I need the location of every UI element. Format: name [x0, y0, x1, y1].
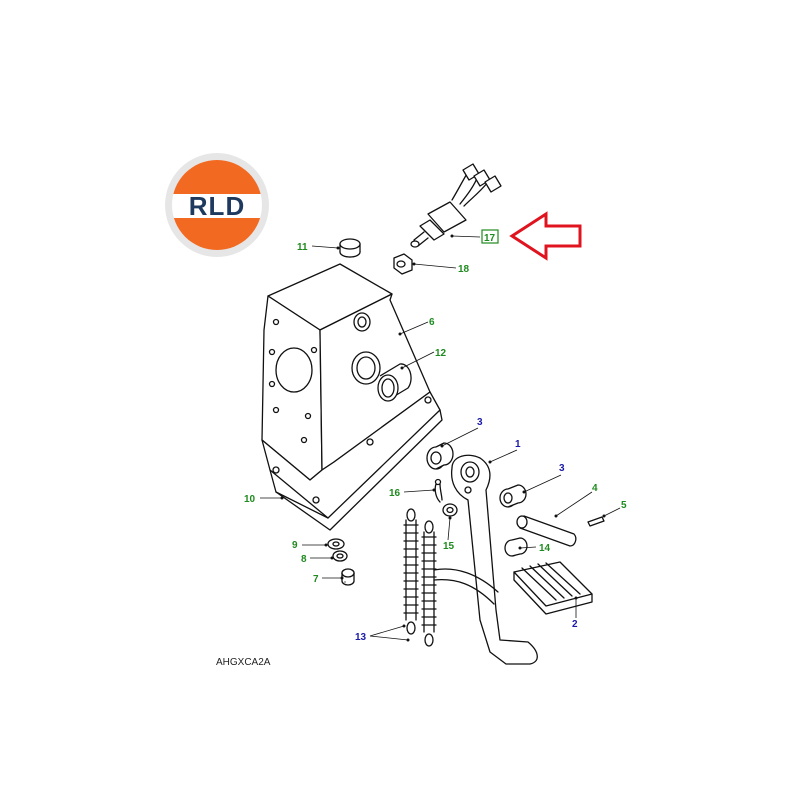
callout-15: 15: [443, 541, 455, 552]
callout-12: 12: [435, 348, 447, 359]
part-3-bush-lower: [499, 484, 527, 508]
part-8-washer: [332, 550, 348, 562]
part-3-bush-upper: [426, 442, 454, 470]
logo-text: RLD: [189, 191, 245, 221]
callout-13: 13: [355, 632, 367, 643]
callout-14: 14: [539, 543, 551, 554]
callout-17: 17: [484, 233, 496, 244]
part-6-pedal-box: [261, 263, 443, 531]
callout-9: 9: [292, 540, 298, 551]
part-7-bolt: [341, 568, 355, 586]
callout-7: 7: [313, 574, 319, 585]
part-4-pivot-pin: [516, 515, 577, 547]
part-16-split-pin: [434, 483, 443, 503]
callout-6: 6: [429, 317, 435, 328]
rld-logo: RLD: [165, 153, 269, 257]
callout-11: 11: [297, 242, 308, 253]
callout-18: 18: [458, 264, 470, 275]
highlight-arrow-icon: [509, 211, 582, 261]
part-14-clevis-pin: [504, 537, 528, 557]
callout-4: 4: [592, 483, 598, 494]
part-18-nut: [393, 253, 413, 275]
callout-1: 1: [515, 439, 521, 450]
callout-labels: 1 2 3 3 4 5 6 7 8 9 10 11 12 13 14 15 16…: [244, 229, 627, 643]
part-11-plug: [339, 238, 361, 258]
part-17-switch: [410, 163, 502, 248]
part-15-washer: [442, 503, 458, 517]
logo-middle-band: [172, 194, 262, 218]
part-12-bush: [377, 363, 412, 402]
callout-16: 16: [389, 488, 401, 499]
callout-2: 2: [572, 619, 578, 630]
leader-lines: [260, 234, 621, 642]
part-5-roll-pin: [587, 516, 605, 527]
diagram-code: AHGXCA2A: [216, 657, 271, 668]
callout-10: 10: [244, 494, 256, 505]
part-2-pedal-pad: [513, 561, 593, 615]
callout-3-lower: 3: [559, 463, 565, 474]
part-13-springs: [403, 508, 499, 647]
callout-8: 8: [301, 554, 307, 565]
part-1-pedal-arm: [450, 454, 538, 665]
callout-17-box: [481, 229, 499, 244]
logo-top-band: [172, 160, 262, 194]
callout-5: 5: [621, 500, 627, 511]
callout-3-upper: 3: [477, 417, 483, 428]
part-9-washer: [327, 538, 345, 550]
